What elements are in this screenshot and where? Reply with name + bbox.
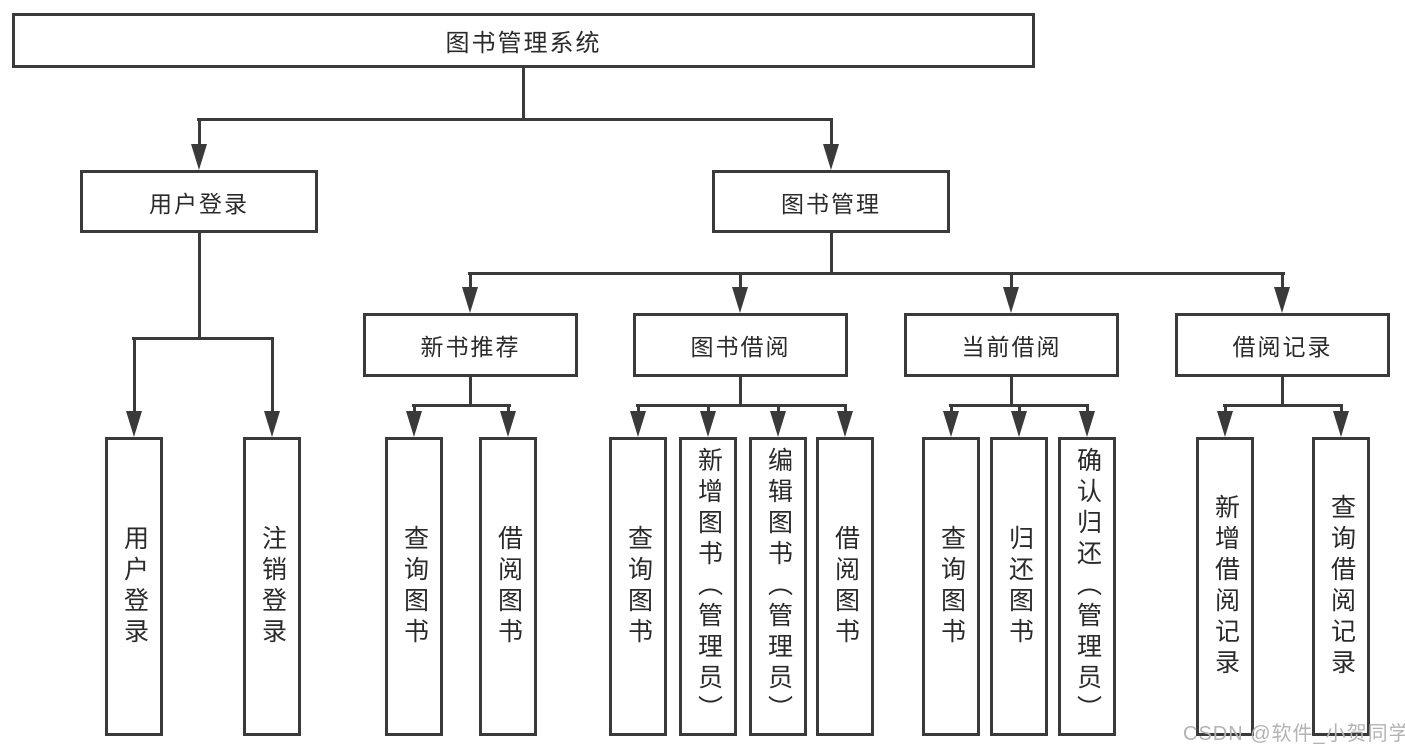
connector-line-vertical — [198, 233, 201, 339]
connector-line-horizontal — [468, 272, 1285, 275]
leaf-query-borrow-record: 查询借阅记录 — [1312, 437, 1370, 736]
connector-arrowhead — [1003, 287, 1019, 313]
node-current-borrowing: 当前借阅 — [904, 313, 1119, 377]
connector-arrowhead — [500, 411, 516, 437]
node-label: 图书管理 — [781, 190, 881, 217]
node-borrowing-records: 借阅记录 — [1175, 313, 1390, 377]
node-label: 用户登录 — [149, 190, 249, 217]
connector-line-vertical — [271, 337, 274, 415]
node-label: 新增借阅记录 — [1211, 493, 1240, 680]
node-label: 查询图书 — [937, 524, 966, 649]
connector-line-vertical — [777, 404, 780, 414]
node-label: 查询图书 — [624, 524, 653, 649]
connector-line-vertical — [1010, 377, 1013, 406]
leaf-query-books-current: 查询图书 — [922, 437, 980, 736]
connector-line-vertical — [413, 404, 416, 414]
connector-arrowhead — [264, 411, 280, 437]
connector-arrowhead — [837, 411, 853, 437]
leaf-query-books-newbooks: 查询图书 — [385, 437, 443, 736]
leaf-edit-book-admin: 编辑图书（管理员） — [749, 437, 807, 736]
connector-line-vertical — [950, 404, 953, 414]
node-new-book-recommend: 新书推荐 — [363, 313, 578, 377]
node-label: 编辑图书（管理员） — [764, 447, 793, 726]
node-label: 借阅图书 — [831, 524, 860, 649]
leaf-user-login: 用户登录 — [105, 437, 163, 736]
leaf-query-books-borrowing: 查询图书 — [609, 437, 667, 736]
leaf-borrow-books-newbooks: 借阅图书 — [479, 437, 537, 736]
node-label: 查询图书 — [400, 524, 429, 649]
node-user-login: 用户登录 — [80, 170, 318, 233]
connector-line-vertical — [1224, 404, 1227, 414]
connector-line-vertical — [830, 118, 833, 148]
connector-line-horizontal — [636, 404, 847, 407]
node-root-library-system: 图书管理系统 — [12, 13, 1035, 68]
connector-arrowhead — [1011, 411, 1027, 437]
connector-arrowhead — [630, 411, 646, 437]
connector-line-vertical — [1281, 272, 1284, 291]
connector-line-horizontal — [197, 118, 833, 121]
connector-line-horizontal — [1223, 404, 1343, 407]
watermark-text: CSDN @软件_小贺同学 — [1183, 723, 1405, 745]
leaf-logout: 注销登录 — [243, 437, 301, 736]
connector-arrowhead — [943, 411, 959, 437]
connector-line-vertical — [507, 404, 510, 414]
connector-arrowhead — [126, 411, 142, 437]
leaf-add-borrow-record: 新增借阅记录 — [1196, 437, 1254, 736]
leaf-add-book-admin: 新增图书（管理员） — [679, 437, 737, 736]
connector-arrowhead — [732, 287, 748, 313]
node-label: 注销登录 — [258, 524, 287, 649]
node-label: 新增图书（管理员） — [694, 447, 723, 726]
connector-arrowhead — [1217, 411, 1233, 437]
connector-line-vertical — [198, 118, 201, 148]
connector-line-vertical — [1010, 272, 1013, 291]
node-book-management: 图书管理 — [712, 170, 950, 233]
node-label: 用户登录 — [120, 524, 149, 649]
node-label: 当前借阅 — [961, 334, 1062, 360]
node-label: 图书管理系统 — [445, 30, 602, 57]
connector-line-vertical — [1086, 404, 1089, 414]
node-label: 新书推荐 — [420, 334, 521, 360]
connector-line-vertical — [707, 404, 710, 414]
connector-arrowhead — [462, 287, 478, 313]
connector-line-vertical — [1018, 404, 1021, 414]
connector-line-horizontal — [132, 337, 274, 340]
leaf-borrow-books-borrowing: 借阅图书 — [816, 437, 874, 736]
leaf-return-book: 归还图书 — [990, 437, 1048, 736]
connector-arrowhead — [770, 411, 786, 437]
connector-line-vertical — [739, 272, 742, 291]
connector-line-vertical — [1281, 377, 1284, 406]
connector-arrowhead — [823, 144, 839, 170]
node-label: 归还图书 — [1005, 524, 1034, 649]
connector-arrowhead — [1079, 411, 1095, 437]
connector-line-vertical — [133, 337, 136, 415]
connector-arrowhead — [1333, 411, 1349, 437]
node-label: 查询借阅记录 — [1327, 493, 1356, 680]
connector-line-vertical — [469, 272, 472, 291]
node-label: 图书借阅 — [690, 334, 791, 360]
connector-line-vertical — [469, 377, 472, 406]
node-label: 借阅图书 — [494, 524, 523, 649]
connector-arrowhead — [700, 411, 716, 437]
node-label: 借阅记录 — [1232, 334, 1333, 360]
node-book-borrowing: 图书借阅 — [633, 313, 848, 377]
connector-arrowhead — [191, 144, 207, 170]
connector-arrowhead — [406, 411, 422, 437]
connector-arrowhead — [1274, 287, 1290, 313]
connector-line-vertical — [844, 404, 847, 414]
connector-line-vertical — [522, 68, 525, 120]
connector-line-vertical — [637, 404, 640, 414]
node-label: 确认归还（管理员） — [1073, 447, 1102, 726]
leaf-confirm-return-admin: 确认归还（管理员） — [1058, 437, 1116, 736]
connector-line-vertical — [1340, 404, 1343, 414]
connector-line-horizontal — [412, 404, 511, 407]
connector-line-vertical — [830, 233, 833, 274]
connector-line-vertical — [739, 377, 742, 406]
